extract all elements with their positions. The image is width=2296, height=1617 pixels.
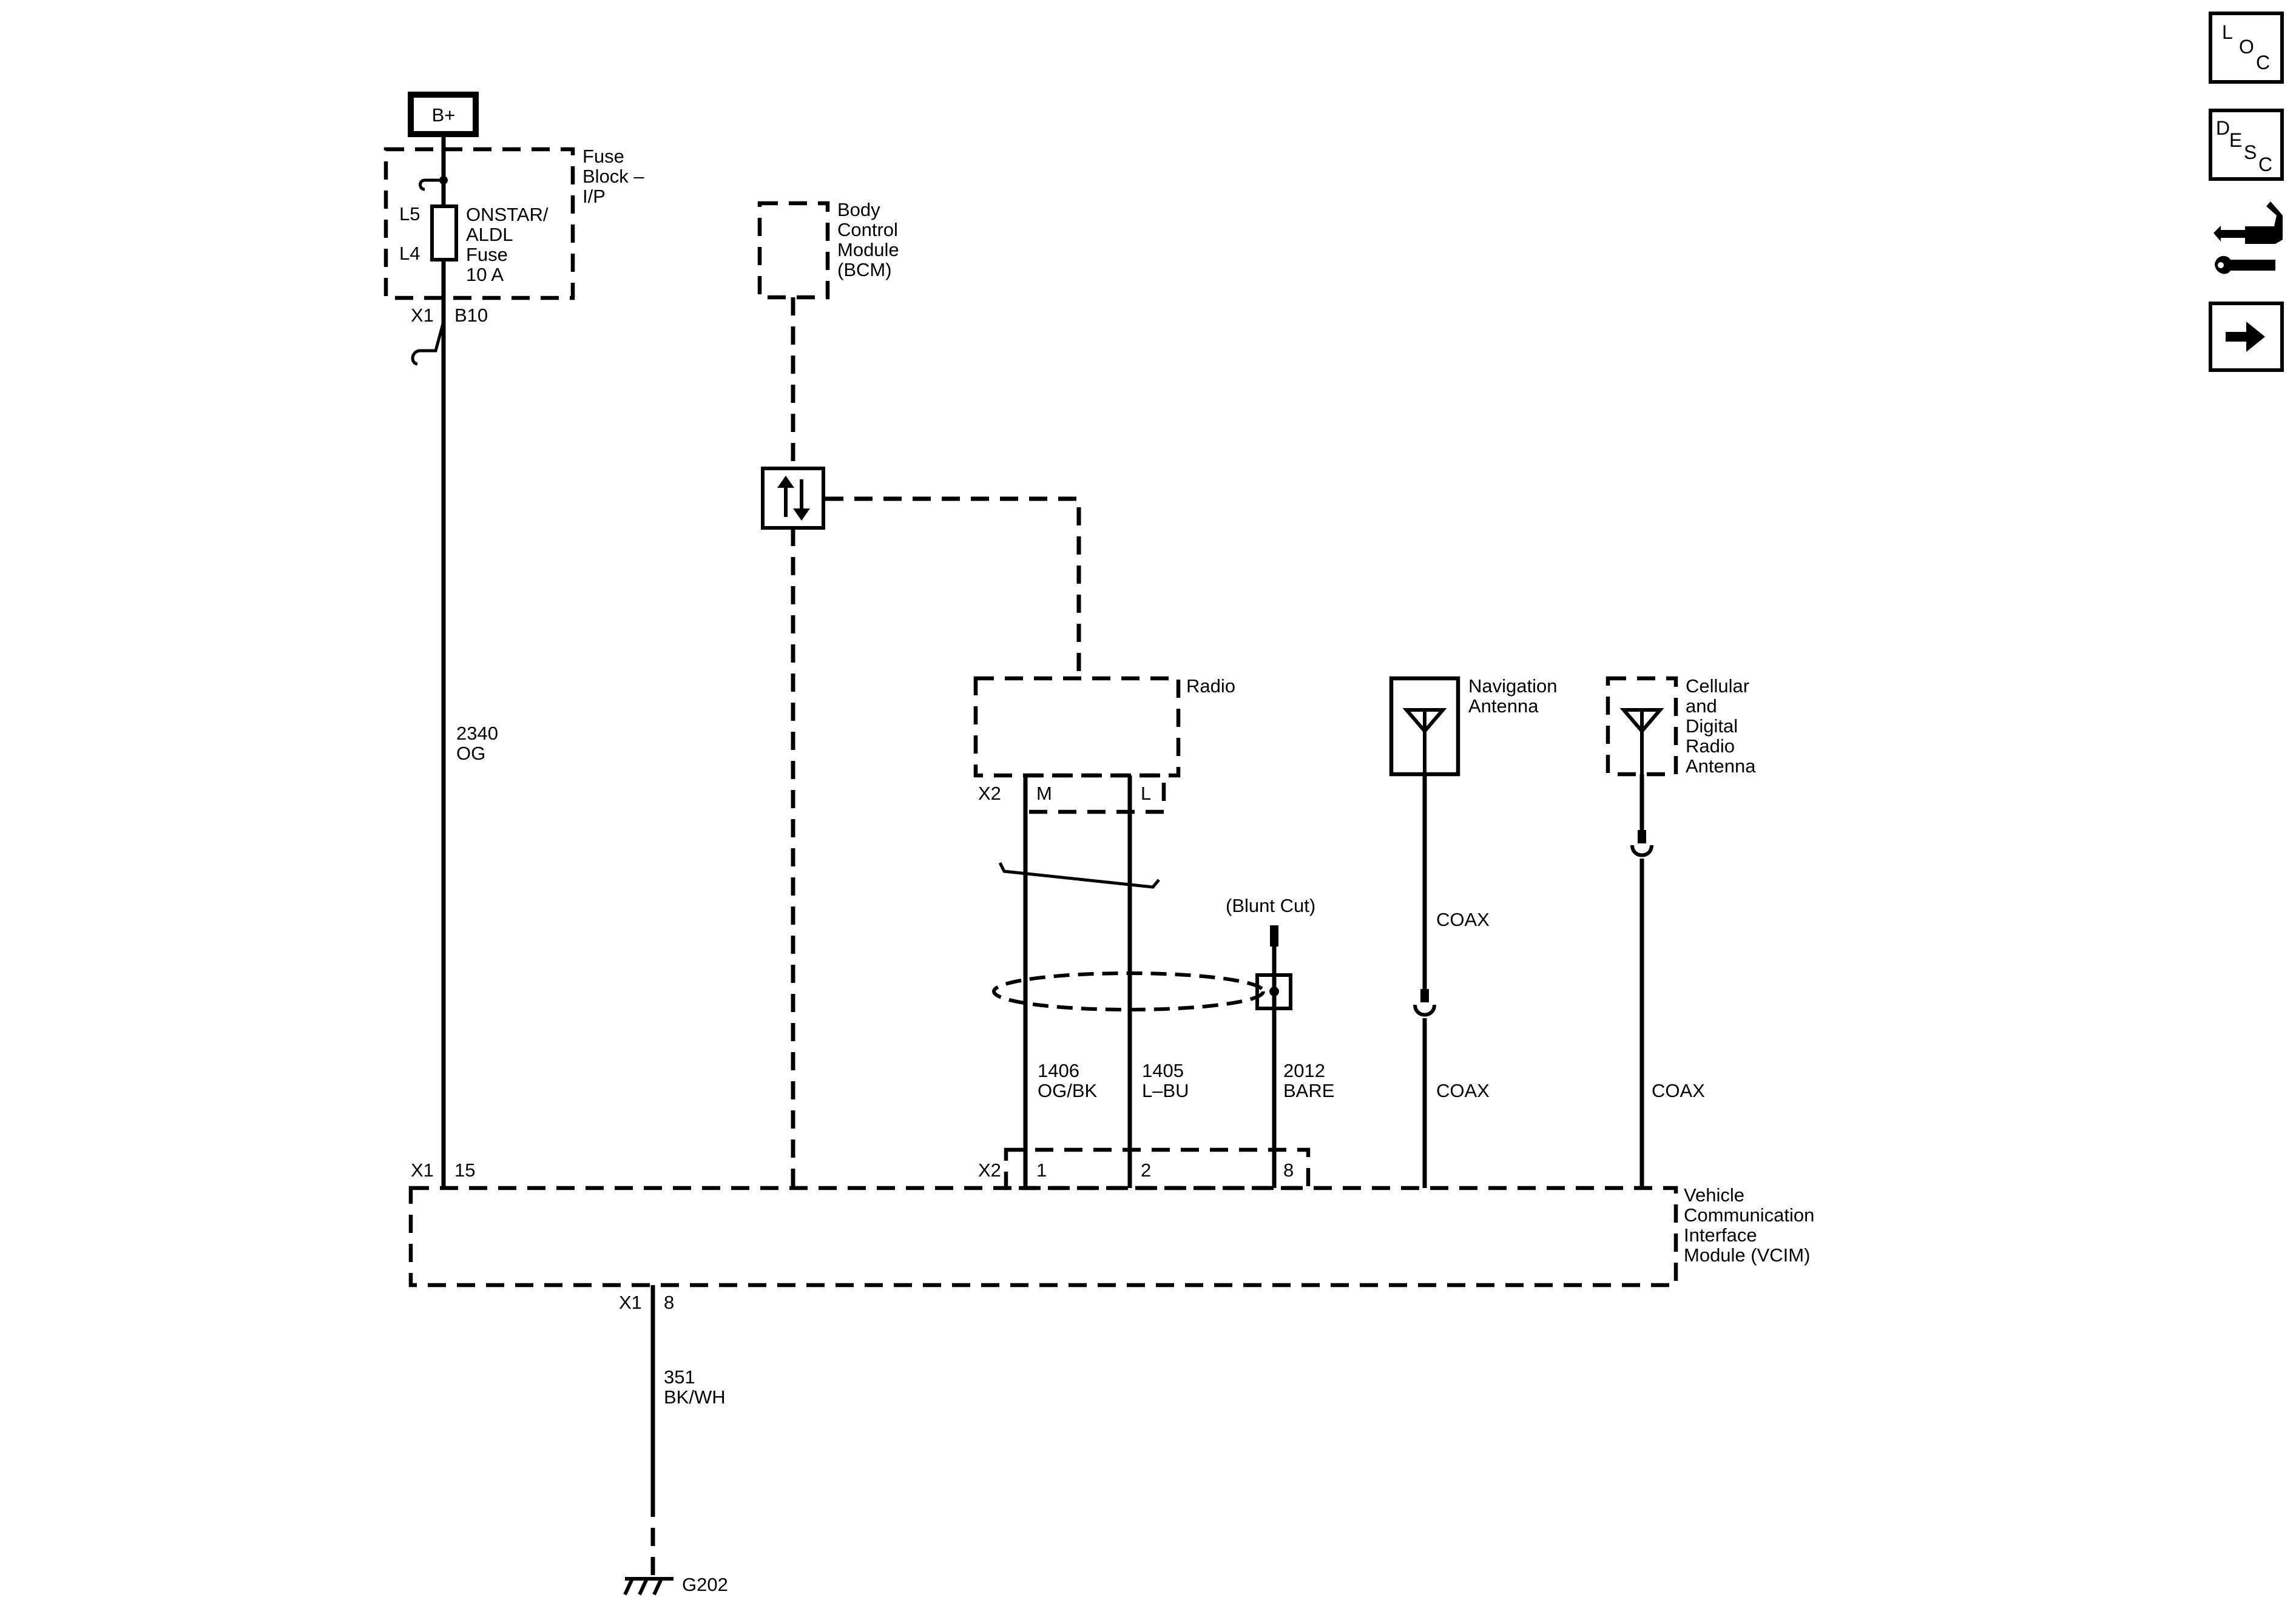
vcim-x2-id: X2 bbox=[978, 1160, 1001, 1181]
svg-text:E: E bbox=[2229, 129, 2242, 151]
vcim-x2-pin-8: 8 bbox=[1283, 1160, 1294, 1181]
svg-text:Module: Module bbox=[837, 239, 899, 260]
radio-outline bbox=[973, 676, 1181, 778]
svg-text:Antenna: Antenna bbox=[1686, 755, 1756, 777]
wire-1406-label: 1406 OG/BK bbox=[1038, 1060, 1098, 1101]
svg-text:351: 351 bbox=[664, 1366, 695, 1388]
bcm-label: Body Control Module (BCM) bbox=[837, 199, 899, 280]
svg-text:ALDL: ALDL bbox=[466, 224, 513, 245]
vcim-x1-id: X1 bbox=[411, 1160, 434, 1181]
ground-label: G202 bbox=[682, 1574, 728, 1595]
fuse-connector-pin: B10 bbox=[454, 305, 488, 326]
twisted-pair-marker bbox=[998, 862, 1160, 889]
svg-text:Module (VCIM): Module (VCIM) bbox=[1684, 1244, 1810, 1266]
fuse-block-outline bbox=[383, 147, 575, 300]
vcim-label: Vehicle Communication Interface Module (… bbox=[1684, 1184, 1814, 1266]
svg-text:Communication: Communication bbox=[1684, 1204, 1814, 1226]
svg-text:1405: 1405 bbox=[1142, 1060, 1184, 1081]
navigation-coax-wire bbox=[1413, 774, 1436, 1188]
shield-outline bbox=[992, 971, 1265, 1011]
wire-2012-label: 2012 BARE bbox=[1283, 1060, 1334, 1101]
fuse-block-label: Fuse Block – I/P bbox=[582, 146, 644, 207]
bcm-data-link bbox=[791, 297, 1081, 1188]
svg-text:I/P: I/P bbox=[582, 186, 606, 207]
svg-text:C: C bbox=[2256, 52, 2270, 73]
svg-text:ONSTAR/: ONSTAR/ bbox=[466, 204, 549, 225]
radio-label: Radio bbox=[1186, 675, 1235, 697]
fuse-pin-l4: L4 bbox=[399, 243, 420, 264]
svg-text:Cellular: Cellular bbox=[1686, 675, 1749, 697]
svg-text:L–BU: L–BU bbox=[1142, 1080, 1189, 1101]
wire-2012 bbox=[1255, 925, 1292, 1188]
desc-button[interactable]: D E S C bbox=[2209, 109, 2284, 181]
svg-text:BK/WH: BK/WH bbox=[664, 1386, 726, 1408]
arrow-right-icon bbox=[2226, 322, 2265, 352]
vcim-outline bbox=[408, 1186, 1678, 1288]
svg-text:BARE: BARE bbox=[1283, 1080, 1334, 1101]
svg-text:2012: 2012 bbox=[1283, 1060, 1325, 1081]
vcim-ground-connector-id: X1 bbox=[619, 1292, 642, 1313]
svg-text:OG: OG bbox=[456, 743, 485, 764]
svg-text:Fuse: Fuse bbox=[582, 146, 624, 167]
svg-text:(BCM): (BCM) bbox=[837, 259, 892, 280]
svg-text:S: S bbox=[2244, 141, 2257, 163]
loc-button[interactable]: L O C bbox=[2209, 12, 2284, 84]
svg-text:OG/BK: OG/BK bbox=[1038, 1080, 1098, 1101]
svg-text:Interface: Interface bbox=[1684, 1224, 1757, 1246]
next-button[interactable] bbox=[2209, 302, 2284, 372]
svg-text:C: C bbox=[2258, 154, 2272, 175]
wire-2340 bbox=[411, 298, 446, 1188]
wire-2340-label: 2340 OG bbox=[456, 723, 498, 764]
vcim-x2-connector bbox=[1004, 1147, 1311, 1190]
navigation-antenna bbox=[1389, 676, 1460, 777]
svg-text:Body: Body bbox=[837, 199, 880, 220]
fuse-connector-id: X1 bbox=[411, 305, 434, 326]
wire-351-label: 351 BK/WH bbox=[664, 1366, 726, 1408]
navigation-antenna-label: Navigation Antenna bbox=[1468, 675, 1557, 717]
blunt-cut-label: (Blunt Cut) bbox=[1226, 895, 1315, 916]
nav-coax-label-lower: COAX bbox=[1436, 1080, 1490, 1101]
connector-tool-icon[interactable] bbox=[2213, 201, 2283, 274]
nav-coax-label-upper: COAX bbox=[1436, 909, 1490, 930]
svg-text:Control: Control bbox=[837, 219, 898, 240]
svg-text:O: O bbox=[2239, 36, 2254, 58]
svg-text:Fuse: Fuse bbox=[466, 244, 508, 265]
cellular-antenna bbox=[1606, 676, 1678, 777]
svg-text:1406: 1406 bbox=[1038, 1060, 1079, 1081]
cellular-coax-wire bbox=[1630, 774, 1653, 1188]
battery-power-label: B+ bbox=[408, 92, 479, 137]
bcm-outline bbox=[757, 201, 830, 300]
fuse-pin-l5: L5 bbox=[399, 203, 420, 224]
vcim-x1-pin-15: 15 bbox=[454, 1160, 475, 1181]
svg-text:10 A: 10 A bbox=[466, 264, 504, 285]
ground-symbol bbox=[623, 1577, 674, 1596]
onstar-aldl-fuse bbox=[430, 204, 458, 262]
svg-text:D: D bbox=[2216, 117, 2230, 139]
svg-text:and: and bbox=[1686, 695, 1717, 717]
svg-text:Antenna: Antenna bbox=[1468, 695, 1539, 717]
vcim-ground-pin: 8 bbox=[664, 1292, 674, 1313]
svg-text:L: L bbox=[2222, 21, 2233, 43]
svg-text:Digital: Digital bbox=[1686, 715, 1738, 737]
svg-text:2340: 2340 bbox=[456, 723, 498, 744]
svg-text:Radio: Radio bbox=[1686, 735, 1735, 757]
fuse-label: ONSTAR/ ALDL Fuse 10 A bbox=[466, 204, 549, 285]
wire-1405-label: 1405 L–BU bbox=[1142, 1060, 1189, 1101]
vcim-x2-pin-1: 1 bbox=[1036, 1160, 1047, 1181]
radio-pin-m: M bbox=[1036, 783, 1052, 804]
cellular-antenna-label: Cellular and Digital Radio Antenna bbox=[1686, 675, 1756, 777]
svg-text:Vehicle: Vehicle bbox=[1684, 1184, 1744, 1206]
svg-text:B+: B+ bbox=[432, 104, 456, 126]
radio-pin-l: L bbox=[1141, 783, 1151, 804]
vcim-x2-pin-2: 2 bbox=[1141, 1160, 1151, 1181]
cell-coax-label: COAX bbox=[1652, 1080, 1705, 1101]
svg-text:Navigation: Navigation bbox=[1468, 675, 1557, 697]
serial-data-icon bbox=[761, 467, 825, 530]
svg-text:Block –: Block – bbox=[582, 166, 644, 187]
radio-connector-id: X2 bbox=[978, 783, 1001, 804]
